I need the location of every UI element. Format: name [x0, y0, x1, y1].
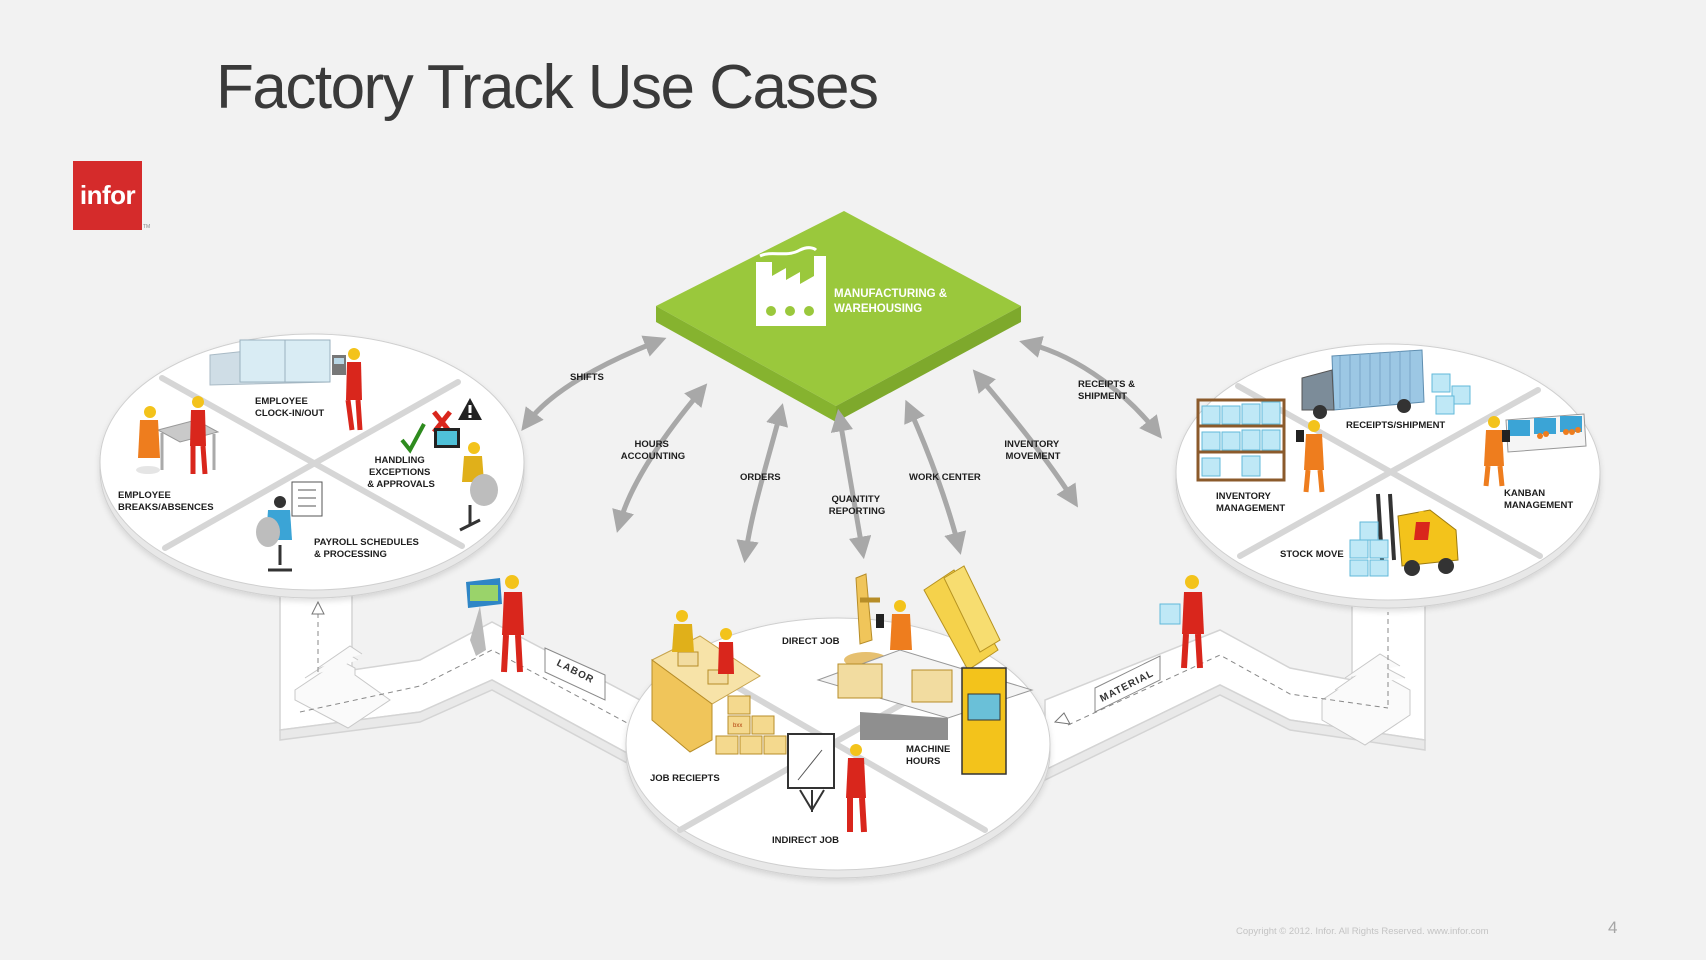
dashed-routes — [299, 612, 1389, 731]
worker-approvals — [434, 428, 498, 532]
arrow-label-receipts-shipment: RECEIPTS & SHIPMENT — [1078, 379, 1138, 402]
shelving-inventory — [1196, 398, 1286, 482]
worker-clock-in — [345, 348, 363, 431]
clock-in-station — [209, 339, 346, 386]
label-machine-hours: MACHINE HOURS — [906, 744, 953, 767]
label-direct-job: DIRECT JOB — [782, 636, 840, 647]
worker-material — [1159, 575, 1204, 669]
label-receipts-shipment-seg: RECEIPTS/SHIPMENT — [1346, 420, 1445, 431]
arrow-label-work-center: WORK CENTER — [909, 472, 981, 483]
worker-kanban — [1483, 416, 1510, 487]
arrow-shifts — [521, 335, 667, 431]
arrow-hours-accounting — [612, 383, 708, 533]
copyright-footer: Copyright © 2012. Infor. All Rights Rese… — [1236, 926, 1489, 937]
worker-indirect — [787, 733, 867, 833]
worker-inventory — [1296, 420, 1325, 493]
workers-conveyor — [672, 610, 734, 674]
label-inventory-management: INVENTORY MANAGEMENT — [1216, 491, 1285, 514]
label-employee-breaks: EMPLOYEE BREAKS/ABSENCES — [118, 490, 214, 513]
label-stock-move: STOCK MOVE — [1280, 549, 1344, 560]
arrow-work-center — [904, 399, 967, 555]
label-job-receipts: JOB RECIEPTS — [650, 773, 720, 784]
page-number: 4 — [1608, 918, 1618, 937]
cube-group-top — [1431, 373, 1471, 415]
arrow-label-shifts: SHIFTS — [570, 372, 604, 383]
kanban-bins — [1505, 413, 1587, 453]
page-title: Factory Track Use Cases — [216, 53, 879, 122]
logo-trademark: TM — [143, 224, 151, 230]
infor-logo: infor — [73, 161, 142, 230]
arrow-label-hours-accounting: HOURS ACCOUNTING — [621, 439, 685, 462]
arrow-quantity-reporting — [830, 408, 872, 560]
yellow-machine — [923, 565, 1007, 775]
hub-label-line2: WAREHOUSING — [834, 303, 922, 315]
arrow-inventory-movement — [972, 369, 1079, 508]
material-dividers — [1235, 383, 1543, 559]
factory-icon — [756, 246, 826, 326]
box-stack — [715, 695, 787, 755]
truck — [1301, 349, 1425, 419]
box-label: bxx — [733, 723, 742, 729]
worker-break-right — [190, 396, 208, 475]
worker-break-left — [136, 406, 160, 474]
route-arrow-up-left — [311, 600, 325, 615]
arrow-label-orders: ORDERS — [740, 472, 781, 483]
hub-label-line1: MANUFACTURING & — [834, 288, 947, 300]
label-kanban-management: KANBAN MANAGEMENT — [1504, 488, 1573, 511]
worker-kiosk — [466, 575, 524, 673]
hub-arrows — [521, 335, 1162, 564]
arrow-orders — [736, 403, 789, 564]
arrow-receipts-shipment — [1019, 336, 1162, 439]
logo-text: infor — [79, 180, 136, 210]
hub-manufacturing: MANUFACTURING & WAREHOUSING — [656, 211, 1021, 422]
route-arrow-right — [1053, 712, 1071, 725]
cube-group-forklift — [1349, 521, 1389, 577]
worker-payroll — [256, 481, 323, 572]
arrow-label-quantity-reporting: QUANTITY REPORTING — [829, 494, 885, 517]
arrow-label-inventory-movement: INVENTORY MOVEMENT — [1004, 439, 1061, 462]
label-indirect-job: INDIRECT JOB — [772, 835, 839, 846]
labor-dividers — [159, 375, 465, 551]
worker-scanner-job — [876, 600, 912, 650]
label-employee-clock: EMPLOYEE CLOCK-IN/OUT — [255, 396, 324, 419]
forklift — [1376, 493, 1459, 576]
label-handling-exceptions: HANDLING EXCEPTIONS & APPROVALS — [367, 455, 435, 490]
label-payroll: PAYROLL SCHEDULES & PROCESSING — [314, 537, 422, 560]
